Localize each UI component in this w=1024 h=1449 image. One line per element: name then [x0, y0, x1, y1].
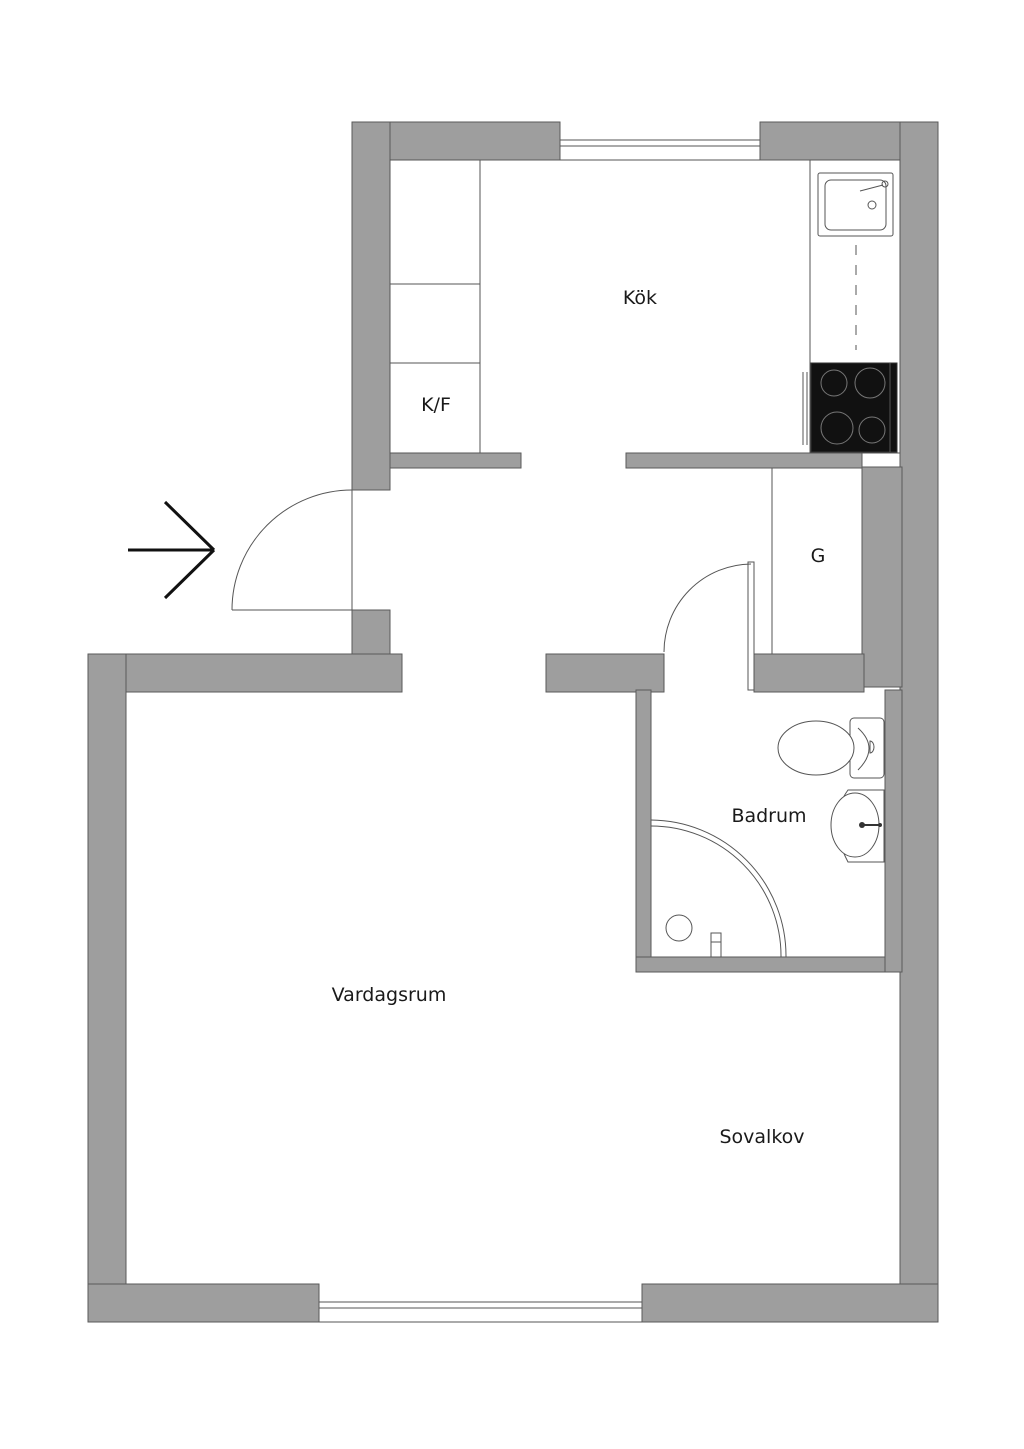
- wall-bath-bottom: [635, 956, 901, 973]
- bathroom-door: [663, 561, 755, 691]
- wall-bath-right: [884, 689, 903, 973]
- walls: [87, 121, 939, 1323]
- wall-bottom-right: [641, 1283, 939, 1323]
- room-label-wardrobe: G: [811, 545, 826, 567]
- wall-right-inner: [861, 466, 903, 688]
- wall-kitchen-partition-left: [389, 452, 522, 469]
- wall-kitchen-left: [351, 121, 391, 491]
- entrance-door: [231, 489, 353, 611]
- kitchen-cabinets-left: [389, 159, 481, 454]
- toilet-icon: [777, 717, 885, 779]
- wall-bath-top: [753, 653, 865, 693]
- room-label-fridge: K/F: [421, 394, 451, 416]
- kitchen-sink-icon: [817, 172, 894, 237]
- wall-living-top-left: [87, 653, 403, 693]
- stove-icon: [802, 362, 898, 453]
- room-label-living: Vardagsrum: [332, 984, 447, 1006]
- wall-right-upper: [899, 121, 939, 1323]
- room-label-kitchen: Kök: [623, 287, 657, 309]
- wall-bottom-left: [87, 1283, 320, 1323]
- window-top: [560, 139, 760, 161]
- shower-area: [650, 819, 787, 958]
- wall-living-top-right: [545, 653, 665, 693]
- wall-bath-left: [635, 689, 652, 973]
- wall-kitchen-partition-right: [625, 452, 863, 469]
- room-label-bathroom: Badrum: [731, 805, 806, 827]
- window-bottom: [319, 1301, 642, 1323]
- arrow-right-icon: [128, 500, 216, 600]
- room-label-alcove: Sovalkov: [719, 1126, 804, 1148]
- washbasin-icon: [830, 789, 885, 863]
- wall-left: [87, 653, 127, 1323]
